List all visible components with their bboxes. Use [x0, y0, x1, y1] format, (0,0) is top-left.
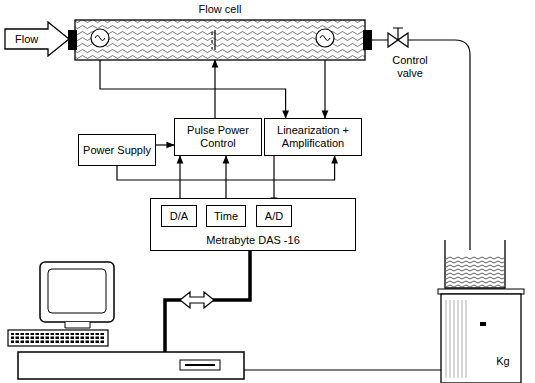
flow-arrow: Flow [4, 21, 70, 57]
keyboard-keys [11, 333, 105, 343]
process-box: Power Supply [78, 134, 156, 166]
node-text: Linearization + Amplification [265, 124, 361, 149]
data-cable [244, 370, 441, 371]
daq-board: Metrabyte DAS -16 D/A Time A/D [150, 198, 356, 251]
signal-line [156, 144, 174, 145]
scale-texture [446, 300, 466, 378]
node-text: Flow cell [75, 3, 365, 16]
port-box: D/A [161, 205, 197, 227]
computer-base [18, 352, 244, 379]
signal-line [324, 60, 325, 118]
control-valve-symbol [388, 28, 408, 47]
port-box: A/D [256, 205, 292, 227]
keyboard [8, 330, 108, 346]
monitor-screen [48, 269, 106, 313]
signal-line [100, 60, 286, 118]
flow-cell: Flow cell [75, 20, 365, 60]
tube-end-cap [363, 30, 372, 50]
pipe [372, 40, 470, 250]
scale-body [441, 294, 521, 383]
sensor-coil [320, 36, 330, 41]
bidirectional-arrow-symbol [180, 292, 214, 308]
sensor-coil [95, 36, 105, 41]
block-arrow-outline [5, 22, 69, 56]
node-text: A/D [262, 210, 286, 223]
process-box: Linearization + Amplification [264, 118, 362, 156]
node-text: Power Supply [80, 144, 154, 157]
port-box: Time [206, 205, 246, 227]
disk-slot [185, 364, 215, 366]
flow-cell-tube [75, 20, 365, 60]
node-text: Metrabyte DAS -16 [151, 234, 355, 247]
disk-drive [180, 360, 220, 370]
sensor [91, 29, 109, 47]
tube-end-cap [68, 30, 77, 50]
monitor-stand [65, 322, 90, 328]
node-text: D/A [167, 210, 191, 223]
monitor [40, 262, 114, 322]
sensor [316, 29, 334, 47]
scale-pan [438, 289, 524, 294]
node-text: Flow [12, 33, 41, 46]
node-text: Pulse Power Control [175, 124, 261, 149]
heater-element [212, 30, 215, 50]
bus-cable [165, 251, 250, 352]
unit-label: Kg [490, 355, 516, 368]
beaker-liquid [446, 256, 504, 287]
beaker [445, 240, 505, 288]
node-text: Time [211, 210, 241, 223]
process-box: Pulse Power Control [174, 118, 262, 156]
valve-label: Control valve [380, 54, 440, 79]
scale-display [480, 322, 486, 326]
